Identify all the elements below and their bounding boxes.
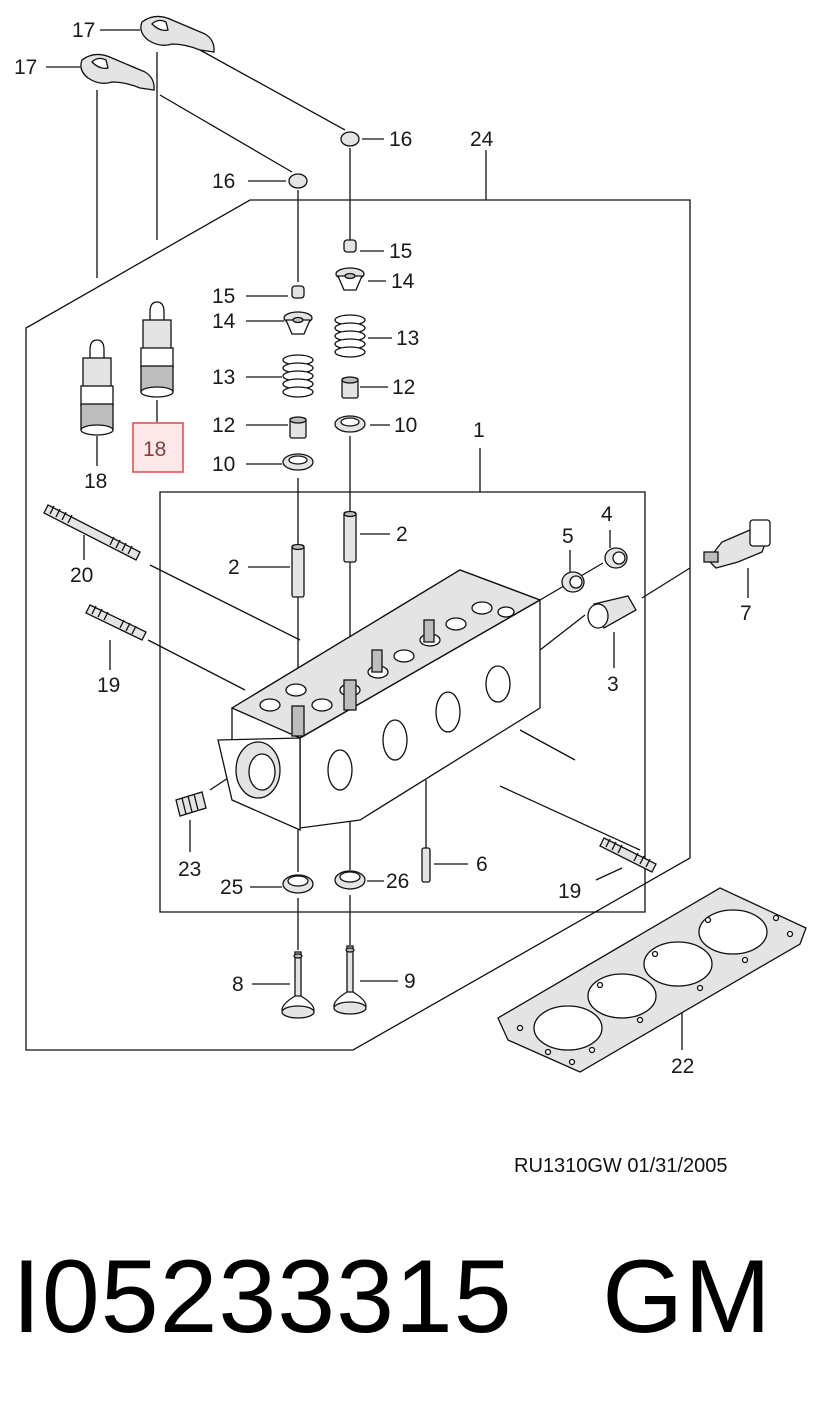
callout-18-highlight-box [132, 422, 184, 473]
callout-9: 9 [404, 970, 416, 993]
plug-3 [587, 595, 637, 629]
hydraulic-lifter-highlighted [140, 301, 174, 398]
callout-25: 25 [220, 876, 243, 899]
head-gasket-22 [497, 887, 807, 1073]
valve-stack-left [282, 285, 314, 598]
callout-14: 14 [391, 270, 415, 293]
rocker-arm-lower [80, 53, 155, 91]
callout-14: 14 [212, 310, 236, 333]
callout-17: 17 [72, 19, 95, 42]
callout-17: 17 [14, 56, 37, 79]
callout-15: 15 [212, 285, 235, 308]
callout-16: 16 [212, 170, 235, 193]
intake-valve-8 [281, 951, 315, 1019]
callout-6: 6 [476, 853, 488, 876]
callout-24: 24 [470, 128, 494, 151]
part-number-and-brand: I05233315 GM [12, 1239, 772, 1355]
callout-19: 19 [558, 880, 581, 903]
callout-20: 20 [70, 564, 93, 587]
callout-7: 7 [740, 602, 752, 625]
cylinder-head [217, 569, 542, 831]
callout-12: 12 [392, 376, 415, 399]
valve-seat-25 [282, 874, 314, 894]
hydraulic-lifter [80, 339, 114, 436]
callout-10: 10 [212, 453, 235, 476]
callout-12: 12 [212, 414, 235, 437]
valve-seat-26 [334, 870, 366, 890]
callout-15: 15 [389, 240, 412, 263]
callout-5: 5 [562, 525, 574, 548]
pivot-right [340, 131, 360, 147]
stud-20 [43, 504, 141, 561]
callout-1: 1 [473, 419, 485, 442]
callout-4: 4 [601, 503, 613, 526]
callout-3: 3 [607, 673, 619, 696]
stud-23 [175, 791, 207, 817]
group-frame-1 [159, 491, 646, 913]
callout-18-highlighted[interactable]: 18 [143, 438, 166, 461]
leader-lines [46, 29, 749, 1050]
cylinder-head-exploded-diagram: 17 17 16 16 24 15 15 14 14 13 13 12 12 1… [14, 15, 807, 1177]
callout-2: 2 [396, 523, 408, 546]
valve-stack-right [334, 239, 366, 563]
callout-22: 22 [671, 1055, 694, 1078]
callout-13: 13 [396, 327, 419, 350]
pivot-left [288, 173, 308, 189]
callout-8: 8 [232, 973, 244, 996]
plug-4 [604, 547, 628, 569]
drawing-code-and-date: RU1310GW 01/31/2005 [514, 1155, 727, 1177]
group-frame-24 [25, 199, 691, 1051]
callout-2: 2 [228, 556, 240, 579]
callout-23: 23 [178, 858, 201, 881]
callout-13: 13 [212, 366, 235, 389]
plug-5 [561, 571, 585, 593]
dowel-pin-6 [421, 847, 431, 883]
stud-19-left [85, 604, 147, 641]
exhaust-valve-9 [333, 945, 367, 1015]
rocker-arm-upper [140, 15, 215, 53]
callout-18: 18 [84, 470, 107, 493]
callout-labels: 17 17 16 16 24 15 15 14 14 13 13 12 12 1… [14, 19, 752, 1078]
callout-10: 10 [394, 414, 417, 437]
temperature-sensor-7 [703, 519, 771, 569]
callout-16: 16 [389, 128, 412, 151]
callout-26: 26 [386, 870, 409, 893]
stud-19-right [599, 837, 657, 873]
callout-19: 19 [97, 674, 120, 697]
